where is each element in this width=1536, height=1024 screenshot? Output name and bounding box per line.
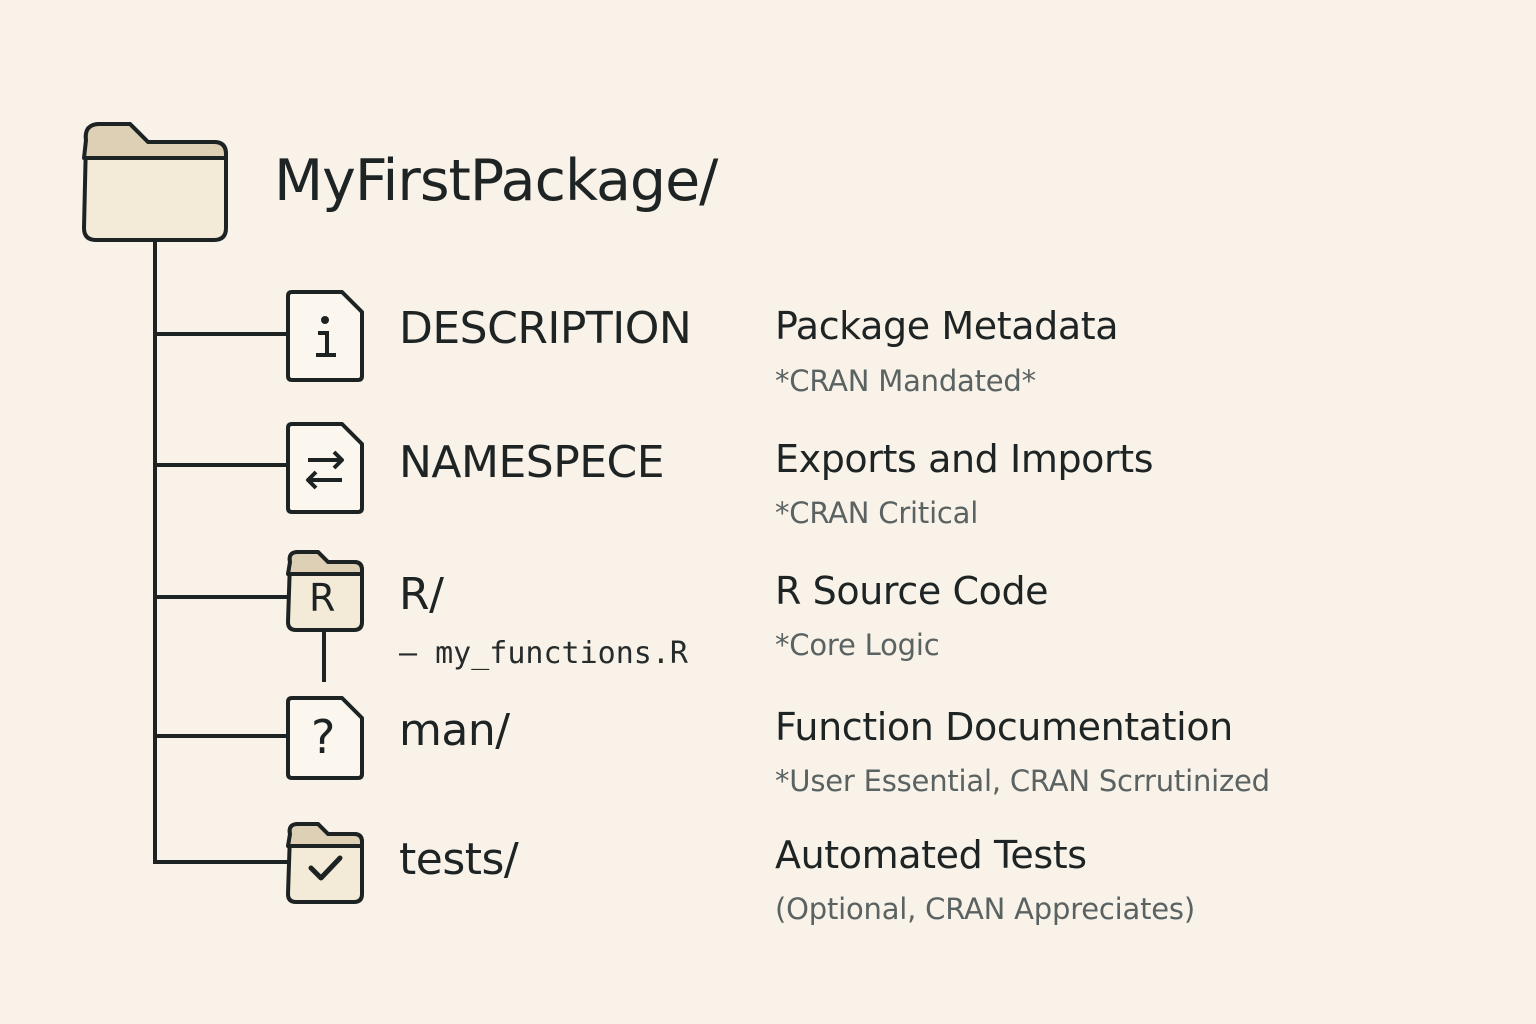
exchange-arrows-icon[interactable]: [286, 422, 364, 514]
item-desc-r: R Source Code: [775, 569, 1049, 613]
item-name-r[interactable]: R/: [399, 569, 444, 620]
question-icon[interactable]: [286, 696, 364, 780]
item-name-description[interactable]: DESCRIPTION: [399, 303, 692, 354]
item-name-namespece[interactable]: NAMESPECE: [399, 437, 665, 488]
item-note-description: *CRAN Mandated*: [775, 364, 1036, 398]
question-glyph: ?: [311, 710, 336, 764]
item-child-r-file[interactable]: — my_functions.R: [399, 636, 688, 671]
r-folder-icon[interactable]: [286, 550, 364, 632]
item-note-tests: (Optional, CRAN Appreciates): [775, 892, 1195, 926]
root-folder-title: MyFirstPackage/: [274, 148, 718, 214]
item-desc-namespece: Exports and Imports: [775, 437, 1154, 481]
folder-icon[interactable]: [82, 122, 228, 242]
item-note-man: *User Essential, CRAN Scrrutinized: [775, 764, 1270, 798]
item-desc-tests: Automated Tests: [775, 833, 1087, 877]
checkmark-folder-icon[interactable]: [286, 822, 364, 904]
item-name-tests[interactable]: tests/: [399, 834, 519, 885]
item-note-r: *Core Logic: [775, 628, 940, 662]
item-desc-man: Function Documentation: [775, 705, 1233, 749]
item-note-namespece: *CRAN Critical: [775, 496, 979, 530]
r-folder-glyph: R: [309, 576, 336, 620]
item-desc-description: Package Metadata: [775, 304, 1119, 348]
tree-connectors: [153, 238, 326, 864]
item-name-man[interactable]: man/: [399, 705, 510, 756]
info-icon[interactable]: [286, 290, 364, 382]
